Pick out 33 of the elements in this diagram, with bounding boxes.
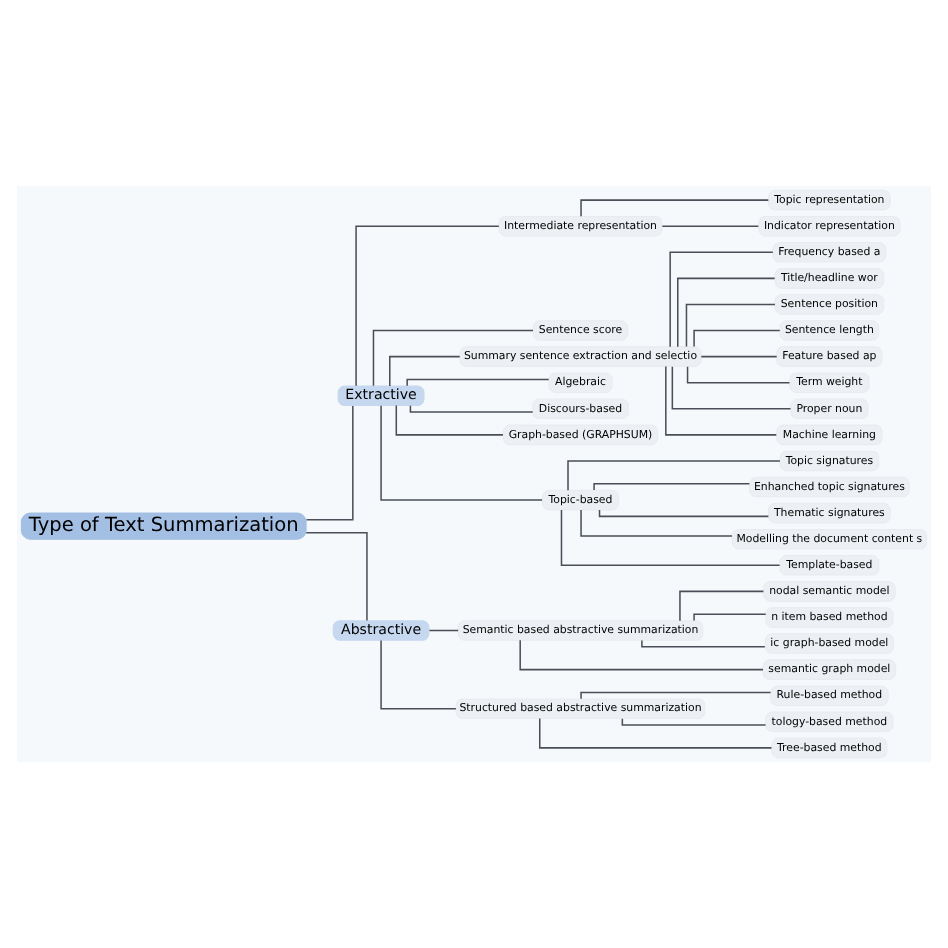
connector [428, 629, 459, 632]
connector [580, 691, 772, 700]
connector [305, 405, 354, 521]
connector [406, 378, 550, 387]
connector [671, 365, 792, 410]
connector [641, 639, 766, 648]
connector [380, 639, 457, 710]
node-box: Type of Text Summarization [20, 512, 307, 540]
connector [380, 405, 543, 501]
connector [355, 225, 500, 387]
connector [677, 277, 776, 348]
connector [661, 225, 760, 227]
connector [700, 355, 778, 358]
connector [679, 590, 765, 622]
connector [693, 613, 767, 622]
connector [685, 303, 776, 348]
connector [539, 717, 773, 749]
connector [305, 531, 368, 622]
connector [372, 329, 534, 387]
connector [409, 405, 534, 413]
connector [669, 251, 774, 348]
connector [621, 718, 767, 726]
connector [665, 365, 778, 436]
connector [567, 460, 781, 491]
connector [686, 365, 791, 384]
connector [693, 329, 781, 348]
connector [598, 509, 770, 518]
connector [593, 483, 751, 491]
connector [519, 639, 764, 671]
connector [580, 509, 733, 537]
connector [389, 355, 461, 387]
connector [395, 404, 504, 436]
connector [560, 509, 781, 567]
